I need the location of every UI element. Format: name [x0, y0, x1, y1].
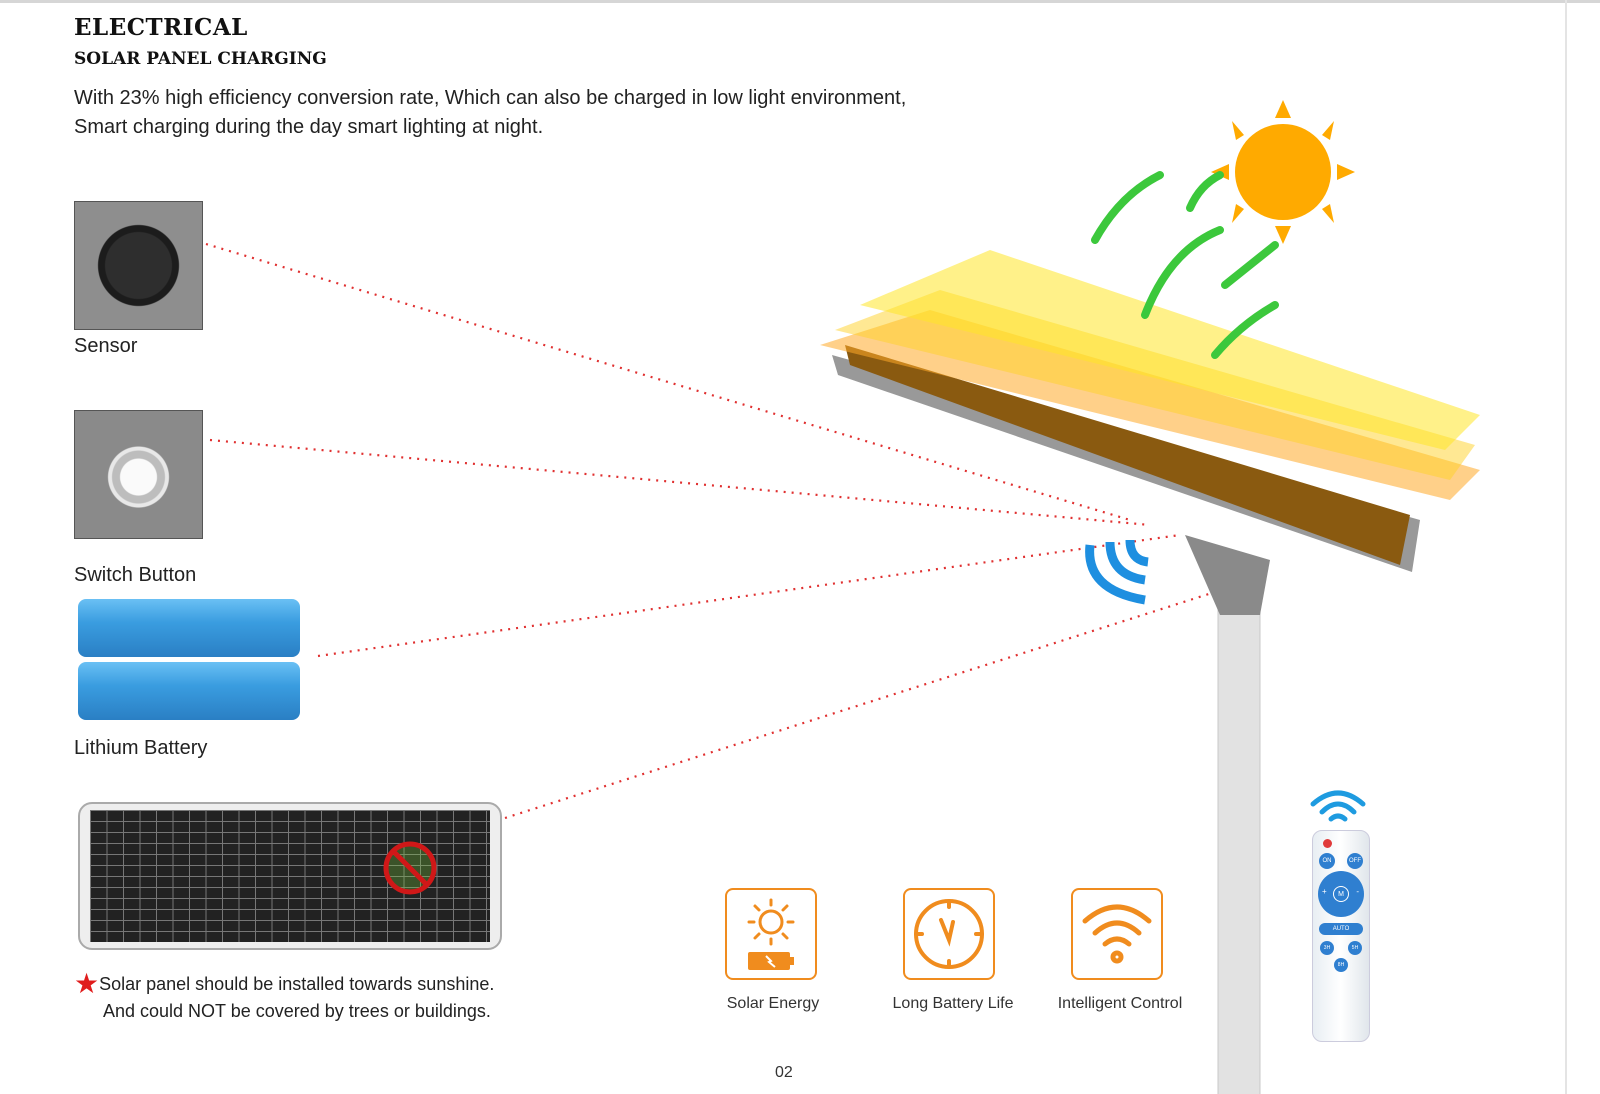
- remote-button-minus[interactable]: -: [1356, 887, 1359, 896]
- feature-intelligent-control: [1071, 888, 1163, 980]
- remote-button-off[interactable]: OFF: [1347, 853, 1363, 869]
- feature-long-battery-life: [903, 888, 995, 980]
- sensor-image: [74, 201, 203, 330]
- light-layer: [860, 250, 1480, 450]
- page-edge: [1565, 0, 1567, 1094]
- remote-button-5h[interactable]: 5H: [1348, 941, 1362, 955]
- intro-line-2: Smart charging during the day smart ligh…: [74, 116, 544, 138]
- note-line-2: And could NOT be covered by trees or bui…: [103, 1001, 491, 1021]
- sun-battery-icon: [747, 898, 795, 970]
- remote-control: ON OFF + M - AUTO 3H 5H 8H: [1312, 830, 1370, 1042]
- sunlight-arrows: [1091, 171, 1279, 359]
- battery-cell: [78, 599, 300, 657]
- wifi-icon: [1082, 904, 1152, 964]
- remote-button-3h[interactable]: 3H: [1320, 941, 1334, 955]
- solar-cells: [845, 345, 1410, 565]
- feature-solar-energy: [725, 888, 817, 980]
- feature-label-intelligent-control: Intelligent Control: [1057, 995, 1183, 1012]
- remote-button-auto[interactable]: AUTO: [1319, 923, 1363, 935]
- battery-cell: [78, 662, 300, 720]
- switch-button-label: Switch Button: [74, 564, 197, 586]
- wifi-signal-icon: [1310, 790, 1366, 822]
- remote-button-on[interactable]: ON: [1319, 853, 1335, 869]
- intro-text: With 23% high efficiency conversion rate…: [74, 84, 906, 142]
- leader-line-battery: [317, 533, 1181, 658]
- clock-icon: [914, 899, 984, 969]
- street-lamp-illustration: [820, 100, 1480, 1094]
- leader-line-sensor: [205, 242, 1131, 522]
- feature-label-long-battery-life: Long Battery Life: [892, 995, 1014, 1012]
- intro-line-1: With 23% high efficiency conversion rate…: [74, 87, 907, 109]
- page-number: 02: [775, 1064, 793, 1081]
- feature-label-solar-energy: Solar Energy: [726, 995, 820, 1012]
- lithium-battery-label: Lithium Battery: [74, 737, 208, 759]
- remote-dpad[interactable]: + M -: [1318, 871, 1364, 917]
- star-icon: ★: [74, 968, 100, 999]
- switch-button-image: [74, 410, 203, 539]
- top-border: [0, 0, 1600, 3]
- remote-button-plus[interactable]: +: [1322, 887, 1327, 896]
- install-note: ★Solar panel should be installed towards…: [74, 967, 494, 1000]
- sun-icon: [1211, 100, 1355, 244]
- page-subtitle: SOLAR PANEL CHARGING: [74, 49, 327, 69]
- solar-panel-image: [78, 802, 502, 950]
- pole: [1217, 589, 1261, 1094]
- note-line-1: Solar panel should be installed towards …: [99, 974, 495, 994]
- remote-button-m[interactable]: M: [1333, 886, 1349, 902]
- signal-waves-icon: [1085, 539, 1149, 605]
- sensor-label: Sensor: [74, 335, 138, 357]
- remote-button-8h[interactable]: 8H: [1334, 958, 1348, 972]
- no-shade-icon: [383, 841, 437, 895]
- lamp-arm: [1185, 535, 1270, 615]
- page-title: ELECTRICAL: [74, 14, 248, 41]
